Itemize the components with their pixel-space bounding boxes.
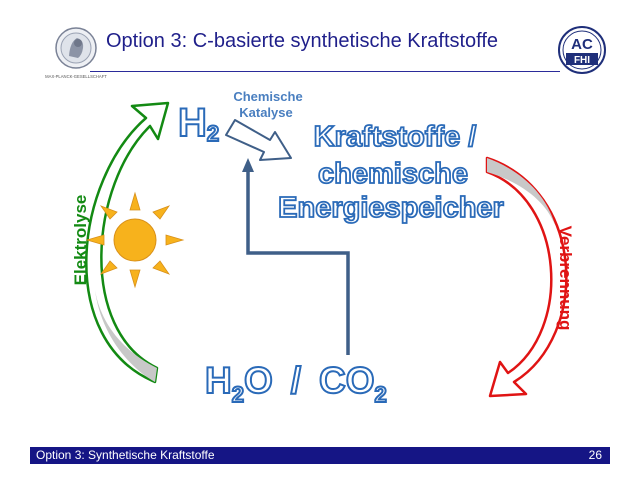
fuels-line2: chemische: [318, 158, 468, 190]
catalysis-arrow: [225, 119, 292, 161]
combustion-label: Verbrennung: [556, 226, 575, 331]
title-divider: [90, 71, 560, 72]
ac-fhi-logo-top: AC: [571, 36, 593, 53]
fuels-line1: Kraftstoffe /: [314, 121, 477, 153]
bottom-formula: H2O/CO2: [205, 360, 387, 407]
footer-bar: Option 3: Synthetische Kraftstoffe 26: [30, 447, 610, 464]
conversion-path-arrow: [246, 168, 350, 355]
electrolysis-arrow: [85, 101, 170, 384]
max-planck-logo: MAX-PLANCK-GESELLSCHAFT: [45, 27, 107, 79]
page-number: 26: [588, 448, 602, 462]
h2-label: H2: [178, 101, 219, 146]
catalysis-label-line1: Chemische: [233, 89, 302, 104]
max-planck-caption: MAX-PLANCK-GESELLSCHAFT: [45, 74, 107, 79]
catalysis-label-line2: Katalyse: [239, 105, 292, 120]
footer-title: Option 3: Synthetische Kraftstoffe: [36, 448, 215, 462]
ac-fhi-logo: AC FHI: [558, 26, 606, 74]
electrolysis-label: Elektrolyse: [71, 195, 90, 286]
slide-title: Option 3: C-basierte synthetische Krafts…: [106, 30, 499, 52]
fuels-line3: Energiespeicher: [278, 192, 504, 224]
conversion-path-arrowhead: [242, 158, 254, 172]
combustion-arrow: [485, 156, 568, 398]
ac-fhi-logo-bottom: FHI: [574, 55, 590, 66]
sun-icon: [85, 191, 185, 289]
